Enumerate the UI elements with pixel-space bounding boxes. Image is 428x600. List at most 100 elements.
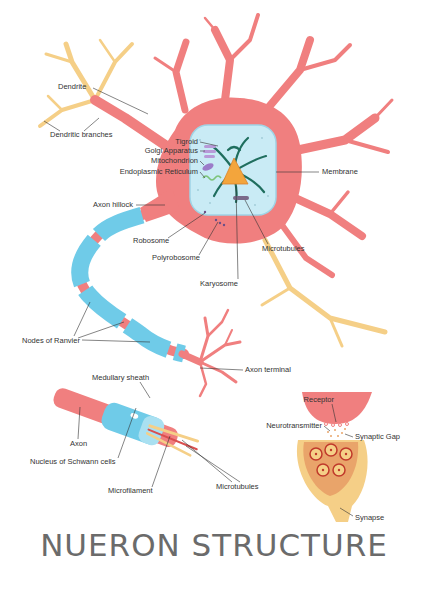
part-label: Synapse xyxy=(355,514,384,522)
leader-line xyxy=(245,200,268,244)
sheath-segment xyxy=(99,400,167,448)
part-label: Receptor xyxy=(304,396,334,404)
part-label: Axon terminal xyxy=(245,366,291,374)
synaptic-vesicles xyxy=(310,444,352,476)
part-label: Axon hillock xyxy=(93,201,133,209)
leader-line xyxy=(152,436,170,487)
dendrite xyxy=(268,40,310,108)
terminal-branch xyxy=(200,362,206,396)
part-label: Robosome xyxy=(133,237,169,245)
dendrite-branch xyxy=(48,96,62,110)
leader-line xyxy=(44,121,60,131)
vesicle-contents xyxy=(315,449,347,471)
part-label: Microtubules xyxy=(262,245,305,253)
part-label: Nucleus of Schwann cells xyxy=(30,458,115,466)
leader-line xyxy=(93,88,148,114)
leader-line xyxy=(136,205,165,206)
part-label: Microtubules xyxy=(216,483,259,491)
dendrite xyxy=(176,42,186,110)
neurotransmitters xyxy=(327,428,346,437)
part-label: Microfilament xyxy=(108,487,153,495)
leader-line xyxy=(276,172,319,173)
leader-line xyxy=(186,446,240,482)
part-label: Neurotransmitter xyxy=(266,422,322,430)
part-label: Membrane xyxy=(322,168,358,176)
axon-detail xyxy=(50,382,202,460)
dendrite xyxy=(205,18,215,30)
part-label: Tigroid xyxy=(175,138,198,146)
mitochondrion xyxy=(201,162,214,173)
terminal-branch xyxy=(200,342,240,362)
microtubule xyxy=(233,196,249,200)
part-label: Mitochondrion xyxy=(151,157,198,165)
dendrite-branch xyxy=(265,240,385,332)
dendrite-branch xyxy=(262,288,290,305)
axon-terminal xyxy=(182,310,240,396)
nucleus xyxy=(190,125,276,215)
nucleoplasm-dots xyxy=(197,137,269,206)
leader-line xyxy=(200,172,205,178)
pink-dendrites xyxy=(95,15,392,275)
tigroid-strand xyxy=(236,156,266,170)
leader-line xyxy=(200,151,205,152)
leader-line xyxy=(118,408,136,458)
leader-line xyxy=(182,440,232,482)
terminal-branch xyxy=(208,310,228,336)
terminal-branch xyxy=(200,318,208,362)
synapse-detail xyxy=(297,392,372,522)
microtubule xyxy=(145,433,192,455)
part-label: Medullary sheath xyxy=(92,374,149,382)
golgi-apparatus xyxy=(203,145,216,158)
leader-line xyxy=(324,426,330,431)
endoplasmic-reticulum xyxy=(203,176,221,180)
leader-lines xyxy=(44,88,353,516)
part-label: Polyrobosome xyxy=(152,254,200,262)
dendrite-branch xyxy=(100,40,115,62)
leader-line xyxy=(168,213,205,238)
leader-line xyxy=(236,186,238,279)
part-label: Synaptic Gap xyxy=(355,433,400,441)
medullary-sheath xyxy=(80,214,184,354)
dendrite xyxy=(375,100,392,118)
dendrite xyxy=(295,198,362,236)
leader-line xyxy=(140,382,150,398)
dendrite xyxy=(155,58,176,72)
terminal-interior xyxy=(303,442,358,496)
axon xyxy=(80,214,184,354)
karyosome xyxy=(222,158,248,184)
leader-line xyxy=(78,322,124,338)
leader-line xyxy=(345,434,353,437)
dendrite-branch xyxy=(66,44,95,100)
leader-line xyxy=(200,142,218,146)
part-label: Nodes of Ranvier xyxy=(22,337,80,345)
leader-line xyxy=(82,340,150,342)
part-label: Endoplasmic Reticulum xyxy=(120,168,198,176)
terminal-branch xyxy=(225,330,232,345)
dendrite xyxy=(330,192,348,214)
leader-line xyxy=(200,368,243,370)
dendrite xyxy=(215,30,230,100)
leader-line xyxy=(74,302,90,336)
dendrite-branch xyxy=(40,100,95,126)
part-label: Golgi Apparatus xyxy=(145,147,198,155)
tigroid-bodies xyxy=(212,138,266,202)
presynaptic-terminal xyxy=(297,440,368,522)
part-label: Dendrite xyxy=(58,83,86,91)
receptors xyxy=(325,423,349,427)
tigroid-strand xyxy=(228,147,240,150)
dendrite-branch xyxy=(46,54,72,62)
postsynaptic-ending xyxy=(302,392,372,424)
diagram-title: NUERON STRUCTURE xyxy=(0,527,428,563)
part-label: Karyosome xyxy=(200,280,238,288)
dendrite xyxy=(345,140,388,152)
leader-line xyxy=(340,508,353,516)
leader-line xyxy=(200,161,204,165)
leader-line xyxy=(199,222,218,255)
dendrite xyxy=(300,45,350,70)
part-label: Dendritic branches xyxy=(50,131,113,139)
ribosomes xyxy=(204,211,225,226)
leader-line xyxy=(84,118,99,131)
terminal-branch xyxy=(182,354,200,362)
dendrite-branch xyxy=(330,318,342,346)
